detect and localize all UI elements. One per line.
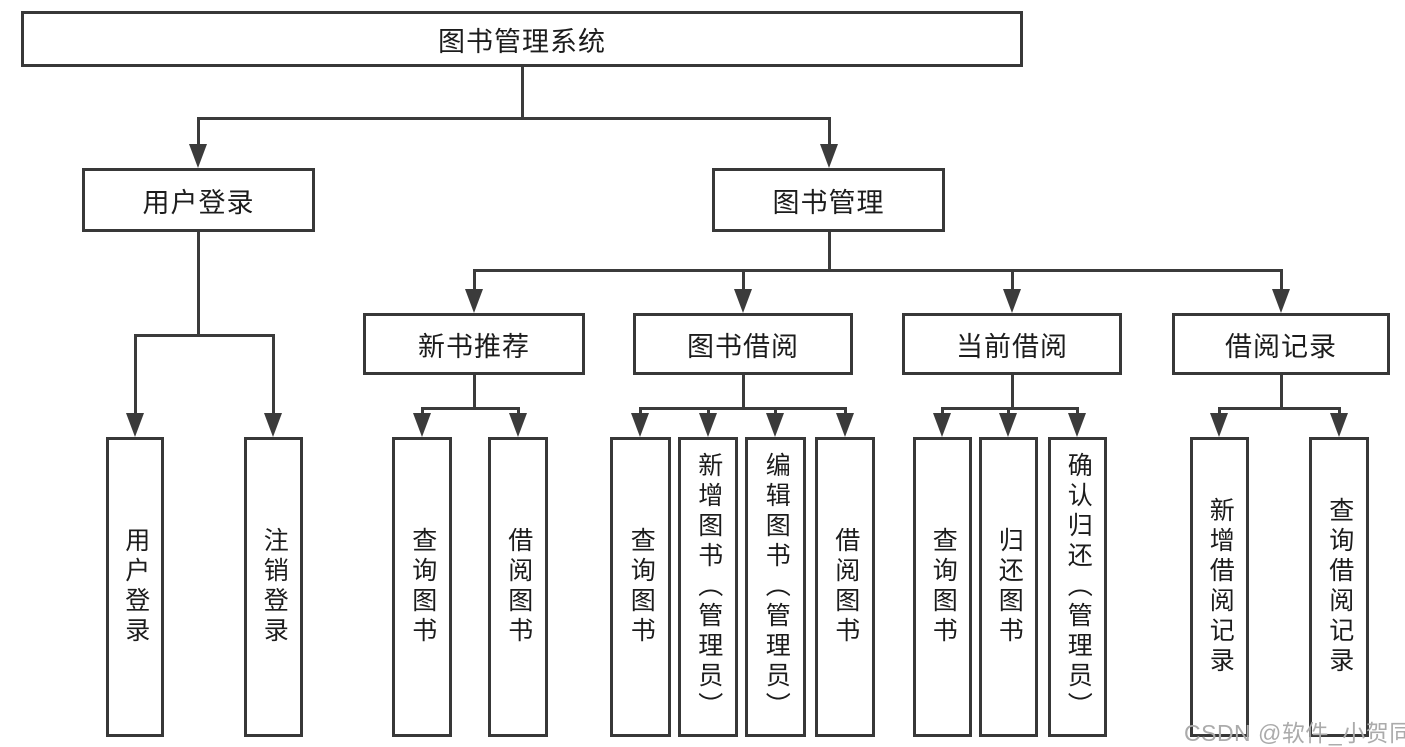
connector-line [420,408,424,417]
connector-line [196,118,200,148]
arrowhead-icon [999,413,1017,437]
arrowhead-icon [933,413,951,437]
arrowhead-icon [631,413,649,437]
leaf-logout-login: 注销登录 [244,437,303,737]
node-label: 查询图书 [408,527,437,647]
arrowhead-icon [1272,289,1290,313]
connector-line [420,406,520,410]
node-book-management: 图书管理 [712,168,945,232]
node-label: 图书借阅 [687,331,799,362]
connector-line [1075,408,1079,417]
arrowhead-icon [820,144,838,168]
node-label: 查询借阅记录 [1325,497,1354,677]
arrowhead-icon [1330,413,1348,437]
connector-line [706,408,710,417]
leaf-query-books-current: 查询图书 [913,437,972,737]
node-borrowing-records: 借阅记录 [1172,313,1390,375]
connector-line [827,118,831,148]
arrowhead-icon [189,144,207,168]
node-label: 用户登录 [121,527,150,647]
node-label: 借阅图书 [831,527,860,647]
leaf-borrow-books-recommend: 借阅图书 [488,437,548,737]
connector-line [827,232,831,272]
connector-line [1217,406,1341,410]
node-label: 新增图书（管理员） [694,452,723,722]
connector-line [196,116,831,120]
arrowhead-icon [734,289,752,313]
arrowhead-icon [836,413,854,437]
node-library-system: 图书管理系统 [21,11,1023,67]
leaf-confirm-return-admin: 确认归还（管理员） [1048,437,1107,737]
node-new-book-recommend: 新书推荐 [363,313,585,375]
connector-line [196,232,200,337]
node-user-login: 用户登录 [82,168,315,232]
connector-line [133,333,275,337]
arrowhead-icon [1210,413,1228,437]
arrowhead-icon [264,413,282,437]
connector-line [472,268,1283,272]
node-label: 图书管理系统 [438,26,606,57]
leaf-user-login: 用户登录 [106,437,164,737]
connector-line [940,408,944,417]
arrowhead-icon [465,289,483,313]
node-label: 用户登录 [142,187,255,218]
connector-line [1337,408,1341,417]
node-label: 注销登录 [260,527,289,647]
leaf-query-borrow-record: 查询借阅记录 [1309,437,1369,737]
connector-line [1006,408,1010,417]
connector-line [472,270,476,293]
arrowhead-icon [699,413,717,437]
connector-line [516,408,520,417]
leaf-edit-books-admin: 编辑图书（管理员） [745,437,806,737]
connector-line [1279,375,1283,410]
leaf-add-borrow-record: 新增借阅记录 [1190,437,1249,737]
connector-line [1010,270,1014,293]
connector-line [271,335,275,417]
node-label: 新增借阅记录 [1206,497,1235,677]
node-label: 图书管理 [772,187,885,218]
leaf-query-books-borrowing: 查询图书 [610,437,671,737]
csdn-watermark: CSDN @软件_小贺同学 [1184,720,1405,746]
leaf-add-books-admin: 新增图书（管理员） [678,437,738,737]
arrowhead-icon [1068,413,1086,437]
connector-line [133,335,137,417]
arrowhead-icon [126,413,144,437]
connector-line [472,375,476,410]
arrowhead-icon [509,413,527,437]
node-label: 查询图书 [929,527,958,647]
arrowhead-icon [413,413,431,437]
node-label: 借阅记录 [1225,331,1337,362]
arrowhead-icon [766,413,784,437]
node-label: 确认归还（管理员） [1064,452,1093,722]
connector-line [1010,375,1014,410]
node-label: 归还图书 [995,527,1024,647]
leaf-return-books: 归还图书 [979,437,1038,737]
connector-line [773,408,777,417]
node-book-borrowing: 图书借阅 [633,313,853,375]
connector-line [520,67,524,120]
node-label: 查询图书 [627,527,656,647]
node-label: 当前借阅 [956,331,1068,362]
node-current-borrowing: 当前借阅 [902,313,1122,375]
connector-line [638,408,642,417]
connector-line [741,270,745,293]
node-label: 新书推荐 [418,331,530,362]
node-label: 借阅图书 [504,527,533,647]
connector-line [1217,408,1221,417]
arrowhead-icon [1003,289,1021,313]
connector-line [638,406,847,410]
leaf-query-books-recommend: 查询图书 [392,437,452,737]
connector-line [940,406,1079,410]
node-label: 编辑图书（管理员） [762,452,791,722]
connector-line [741,375,745,410]
leaf-borrow-books-borrowing: 借阅图书 [815,437,875,737]
connector-line [1279,270,1283,293]
connector-line [843,408,847,417]
